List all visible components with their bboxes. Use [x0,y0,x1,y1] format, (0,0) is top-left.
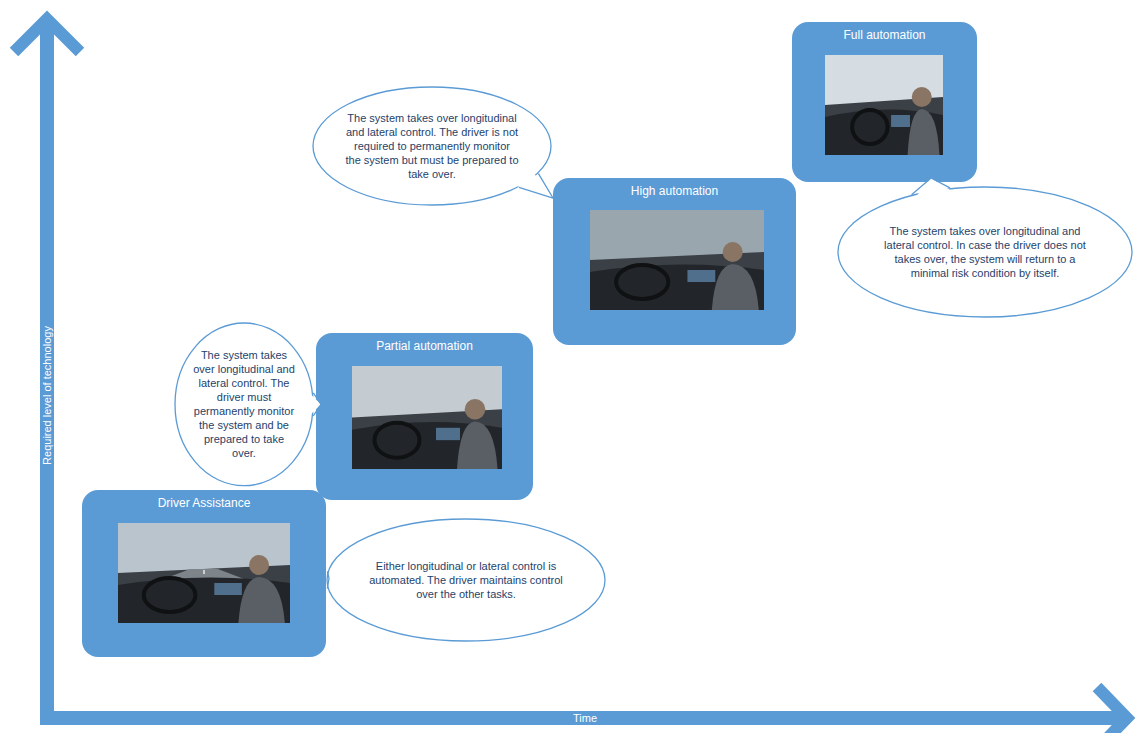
vertical-axis [40,22,54,725]
axis-label: Required level of technology [41,326,54,465]
bubble-text: The system takes over longitudinal and l… [345,111,519,181]
axis-arrowhead [14,19,80,52]
speech-bubble: The system takes over longitudinal and l… [174,322,314,487]
axis-label: Time [573,712,597,725]
speech-bubble: The system takes over longitudinal and l… [312,86,552,206]
bubble-text: The system takes over longitudinal and l… [193,348,295,460]
car-interior-photo [118,523,290,623]
speech-bubble: The system takes over longitudinal and l… [837,186,1133,318]
photo [352,366,502,473]
stage-box: Driver Assistance [82,490,326,657]
car-interior-photo [352,366,502,469]
stage-box: High automation [553,178,796,345]
speech-bubble [837,186,1133,318]
horizontal-axis [40,711,1124,725]
axis-arrowhead [1097,687,1127,733]
stage-title: Full automation [792,28,977,43]
stage-title: Partial automation [316,339,533,354]
photo [825,55,943,159]
speech-bubble: Either longitudinal or lateral control i… [326,518,606,642]
stage-box: Partial automation [316,333,533,500]
speech-bubble [174,322,314,487]
stage-title: High automation [553,184,796,199]
car-interior-photo [825,55,943,155]
photo [118,523,290,627]
stage-title: Driver Assistance [82,496,326,511]
car-interior-photo [590,210,764,310]
stage-box: Full automation [792,22,977,182]
photo [590,210,764,314]
bubble-text: The system takes over longitudinal and l… [878,224,1093,280]
bubble-text: Either longitudinal or lateral control i… [365,559,568,601]
